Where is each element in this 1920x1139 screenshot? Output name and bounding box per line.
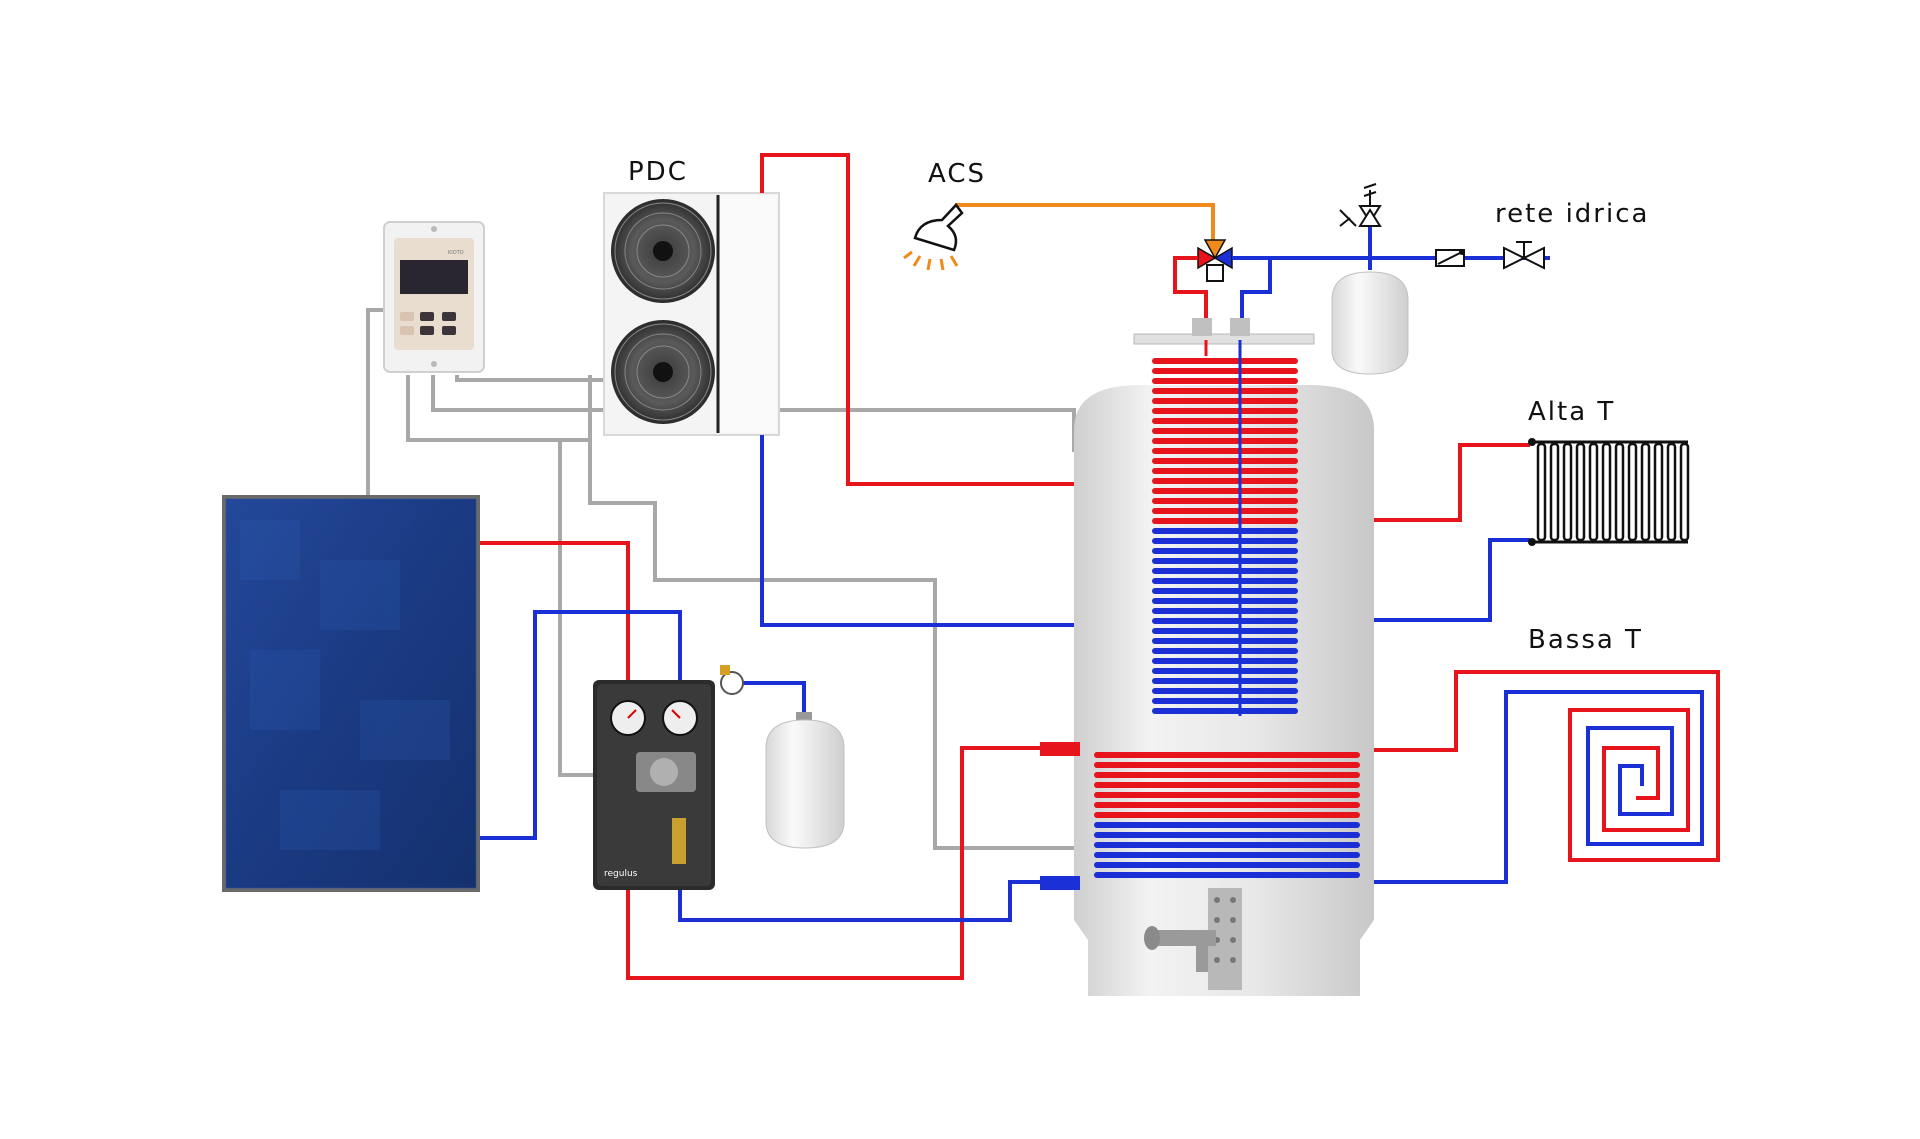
controller-button[interactable]	[420, 312, 434, 321]
radiator-fin	[1653, 442, 1664, 542]
fan-top-icon	[611, 199, 715, 303]
radiator-fin	[1640, 442, 1651, 542]
coil-turn	[1152, 548, 1298, 554]
coil-turn	[1152, 588, 1298, 594]
radiator-fin	[1666, 442, 1677, 542]
coil-turn	[1152, 708, 1298, 714]
dhw-circuit	[903, 183, 1550, 375]
coil-turn	[1152, 538, 1298, 544]
coil-turn	[1152, 488, 1298, 494]
controller-brand: KIOTO	[448, 250, 464, 256]
coil-turn	[1152, 658, 1298, 664]
radiator-fin	[1601, 442, 1612, 542]
controller-button[interactable]	[400, 312, 414, 321]
high-temp-label: Alta T	[1528, 397, 1615, 427]
coil-turn	[1152, 478, 1298, 484]
controller-button[interactable]	[400, 326, 414, 335]
coil-turn	[1094, 822, 1360, 828]
solar-controller: KIOTO	[383, 221, 485, 373]
radiator-fin	[1588, 442, 1599, 542]
radiator-fin	[1549, 442, 1560, 542]
coil-turn	[1152, 618, 1298, 624]
controller-button[interactable]	[442, 326, 456, 335]
heat-pump-unit	[603, 192, 780, 436]
coil-turn	[1152, 608, 1298, 614]
coil-turn	[1152, 638, 1298, 644]
shutoff-valve-icon	[1503, 241, 1545, 270]
radiator-fin	[1575, 442, 1586, 542]
coil-turn	[1152, 398, 1298, 404]
high-temp-circuit	[1374, 438, 1690, 622]
coil-turn	[1152, 428, 1298, 434]
flow-meter	[672, 818, 686, 864]
low-temp-circuit	[1374, 670, 1720, 884]
safety-valve-icon	[1339, 183, 1382, 227]
radiator-fin	[1627, 442, 1638, 542]
heat-pump-circuit	[760, 153, 1074, 627]
coil-turn	[1094, 832, 1360, 838]
coil-turn	[1152, 388, 1298, 394]
low-temp-label: Bassa T	[1528, 625, 1643, 655]
water-mains-label: rete idrica	[1495, 199, 1649, 229]
coil-turn	[1094, 772, 1360, 778]
coil-turn	[1152, 418, 1298, 424]
fan-bottom-icon	[611, 320, 715, 424]
check-valve-icon	[1435, 249, 1465, 267]
solar-circuit	[480, 541, 1040, 980]
coil-turn	[1094, 852, 1360, 858]
coil-turn	[1094, 812, 1360, 818]
coil-turn	[1094, 752, 1360, 758]
coil-turn	[1152, 498, 1298, 504]
coil-turn	[1152, 628, 1298, 634]
coil-turn	[1094, 792, 1360, 798]
solar-expansion-vessel	[765, 712, 845, 849]
coil-turn	[1152, 438, 1298, 444]
radiator-fin	[1679, 442, 1690, 542]
coil-turn	[1152, 688, 1298, 694]
controller-display	[400, 260, 468, 294]
coil-turn	[1152, 528, 1298, 534]
storage-tank	[1040, 318, 1374, 996]
coil-turn	[1152, 698, 1298, 704]
coil-turn	[1152, 368, 1298, 374]
coil-turn	[1152, 448, 1298, 454]
coil-turn	[1094, 762, 1360, 768]
radiator-fin	[1536, 442, 1547, 542]
coil-turn	[1152, 678, 1298, 684]
shower-icon	[903, 203, 964, 271]
coil-turn	[1152, 568, 1298, 574]
radiator-icon	[1528, 438, 1690, 546]
coil-turn	[1152, 578, 1298, 584]
controller-button[interactable]	[442, 312, 456, 321]
coil-turn	[1152, 378, 1298, 384]
dhw-expansion-vessel	[1331, 271, 1409, 375]
pressure-gauge-icon	[720, 671, 744, 695]
pump-station-brand: regulus	[604, 869, 638, 879]
controller-button[interactable]	[420, 326, 434, 335]
coil-turn	[1152, 518, 1298, 524]
coil-turn	[1152, 458, 1298, 464]
radiator-fin	[1562, 442, 1573, 542]
coil-turn	[1094, 802, 1360, 808]
heat-pump-label: PDC	[628, 157, 688, 187]
solar-pump-station: regulus	[593, 665, 744, 890]
solar-collector	[222, 495, 480, 892]
mixing-valve-icon	[1197, 239, 1233, 282]
coil-turn	[1094, 842, 1360, 848]
coil-turn	[1152, 468, 1298, 474]
coil-turn	[1094, 782, 1360, 788]
coil-turn	[1152, 558, 1298, 564]
coil-turn	[1152, 408, 1298, 414]
coil-turn	[1152, 508, 1298, 514]
coil-turn	[1094, 862, 1360, 868]
dhw-label: ACS	[928, 159, 986, 189]
coil-turn	[1094, 872, 1360, 878]
coil-turn	[1152, 358, 1298, 364]
radiator-fin	[1614, 442, 1625, 542]
coil-turn	[1152, 668, 1298, 674]
coil-turn	[1152, 598, 1298, 604]
coil-turn	[1152, 648, 1298, 654]
